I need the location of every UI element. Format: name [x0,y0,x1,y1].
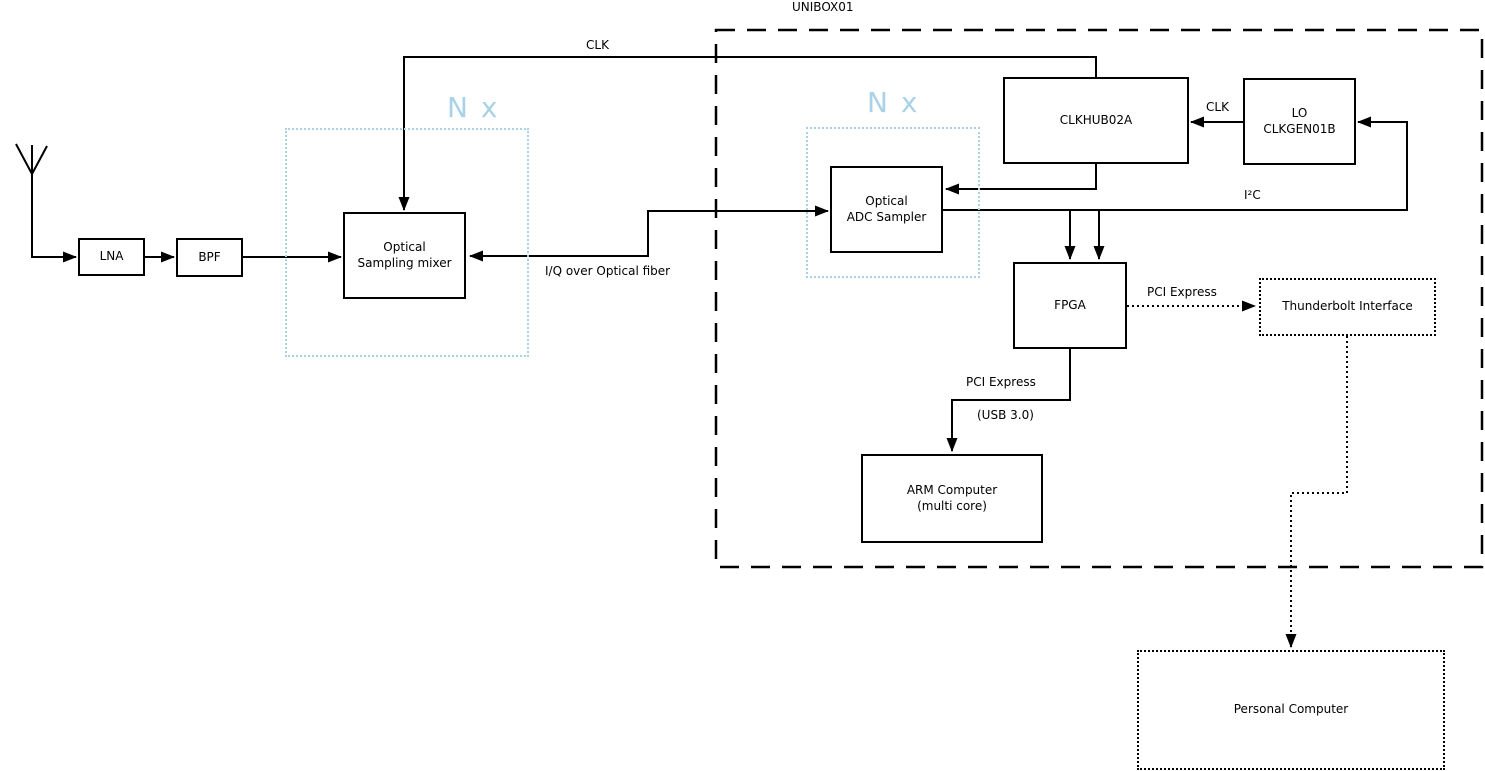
node-lo-clkgen01b: LO CLKGEN01B [1243,78,1356,165]
edge-thunderbolt-pc [1285,336,1348,648]
node-lna: LNA [78,238,145,276]
node-optical-sampling-mixer: Optical Sampling mixer [343,212,466,299]
label-clk-lo: CLK [1206,100,1229,114]
node-personal-computer: Personal Computer [1137,650,1445,770]
nx-label-mixer: N x [447,91,500,124]
node-thunderbolt-interface: Thunderbolt Interface [1259,278,1436,336]
node-clkhub02a: CLKHUB02A [1003,77,1189,164]
edge-fiber-mixer-adc [469,205,829,262]
label-pci-express-thunderbolt: PCI Express [1147,285,1217,299]
nx-label-adc: N x [867,86,920,119]
nx-group-box-mixer [285,128,529,357]
antenna-icon [15,143,48,175]
label-fiber: I/Q over Optical fiber [545,264,671,278]
label-pci-express-arm: PCI Express [966,375,1036,389]
label-clk-top: CLK [586,38,609,52]
edge-antenna-lna [31,173,77,263]
node-arm-computer: ARM Computer (multi core) [861,454,1043,543]
edge-clk-mixer [398,56,1097,211]
node-bpf: BPF [176,238,243,277]
node-optical-adc-sampler: Optical ADC Sampler [830,166,943,253]
nx-group-box-adc [806,127,980,278]
label-usb: (USB 3.0) [977,408,1034,422]
edge-bus-i2c-lo [943,116,1408,211]
edge-fpga-arm [946,349,1071,452]
unibox01-dashed-border [714,28,1484,569]
node-fpga: FPGA [1013,262,1127,349]
label-i2c: I²C [1244,188,1261,202]
unibox01-title: UNIBOX01 [792,0,854,14]
edge-clkhub-adc [945,164,1097,195]
